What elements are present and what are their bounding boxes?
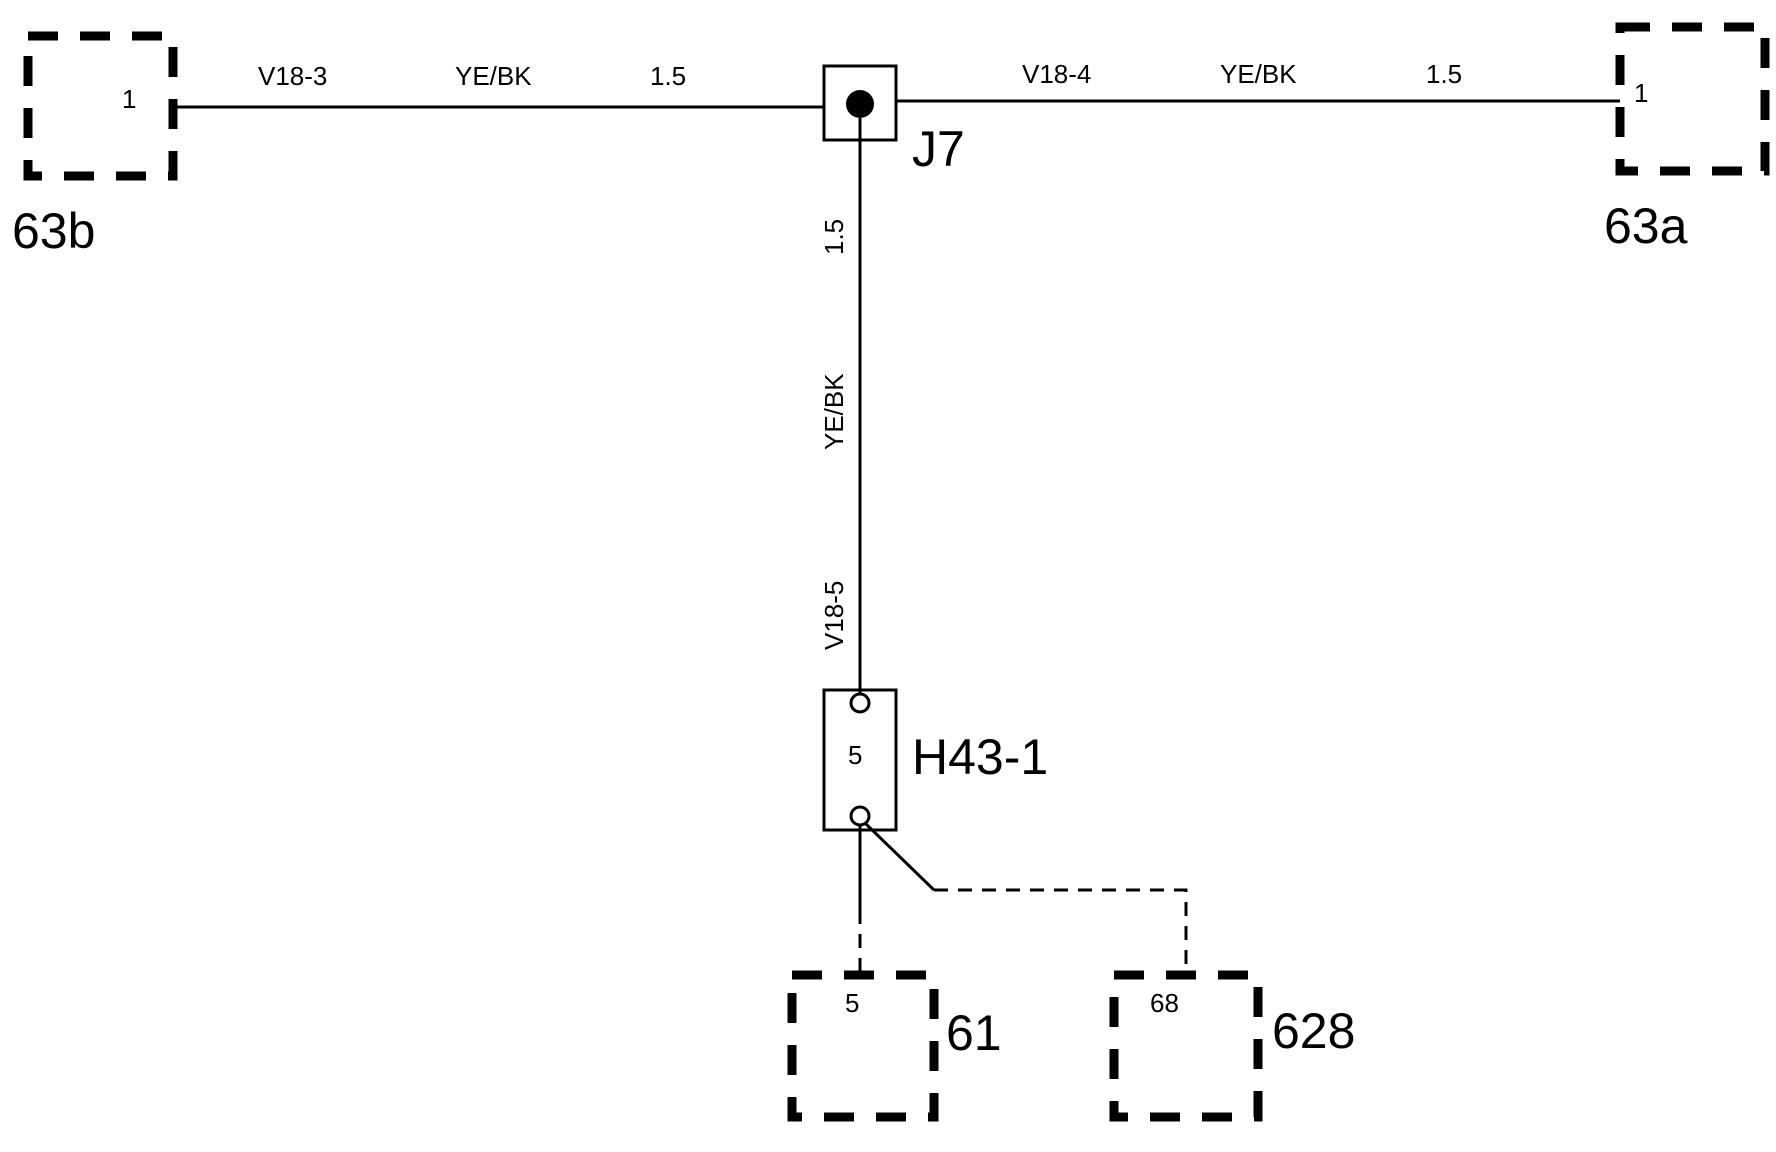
wire-v18-5-id: V18-5 — [819, 581, 849, 650]
connector-61[interactable]: 5 61 — [787, 970, 1002, 1122]
connector-628-outline — [1109, 970, 1263, 1122]
module-h43-1[interactable]: 5 H43-1 — [822, 688, 1048, 832]
connector-63a-label: 63a — [1604, 198, 1688, 254]
wire-v18-5-size: 1.5 — [819, 219, 849, 255]
wire-v18-4-id: V18-4 — [1022, 59, 1091, 89]
wire-v18-5[interactable]: 1.5 YE/BK V18-5 — [819, 118, 862, 696]
connector-63a-outline — [1615, 22, 1770, 176]
connector-63b-label: 63b — [12, 203, 95, 259]
wire-v18-5-color: YE/BK — [819, 373, 849, 450]
connector-63a[interactable]: 1 63a — [1604, 22, 1770, 254]
wire-v18-3[interactable]: V18-3 YE/BK 1.5 — [173, 61, 824, 109]
module-h43-1-pin: 5 — [848, 740, 862, 770]
module-h43-1-label: H43-1 — [912, 729, 1048, 785]
splice-j7[interactable]: J7 — [822, 64, 965, 177]
connector-61-pin: 5 — [845, 988, 859, 1018]
branch-628-solid — [864, 822, 936, 892]
wire-v18-4-color: YE/BK — [1220, 59, 1297, 89]
wire-v18-4-size: 1.5 — [1426, 59, 1462, 89]
splice-dot-icon — [846, 90, 874, 118]
terminal-bottom-icon — [849, 805, 871, 827]
connector-628[interactable]: 68 628 — [1109, 970, 1355, 1122]
connector-61-label: 61 — [946, 1005, 1002, 1061]
connector-63b-outline — [23, 31, 178, 181]
connector-63a-pin: 1 — [1634, 78, 1648, 108]
connector-63b[interactable]: 1 63b — [12, 31, 178, 259]
connector-61-outline — [787, 970, 939, 1122]
connector-628-pin: 68 — [1150, 988, 1179, 1018]
wire-v18-3-id: V18-3 — [258, 61, 327, 91]
branch-628-dashed — [934, 888, 1188, 975]
wire-v18-3-size: 1.5 — [650, 61, 686, 91]
connector-63b-pin: 1 — [122, 84, 136, 114]
wire-v18-4[interactable]: V18-4 YE/BK 1.5 — [896, 59, 1620, 103]
terminal-top-icon — [849, 692, 871, 714]
connector-628-label: 628 — [1272, 1003, 1355, 1059]
branch-to-628[interactable] — [864, 822, 1188, 975]
splice-j7-label: J7 — [912, 121, 965, 177]
wire-v18-3-color: YE/BK — [455, 61, 532, 91]
